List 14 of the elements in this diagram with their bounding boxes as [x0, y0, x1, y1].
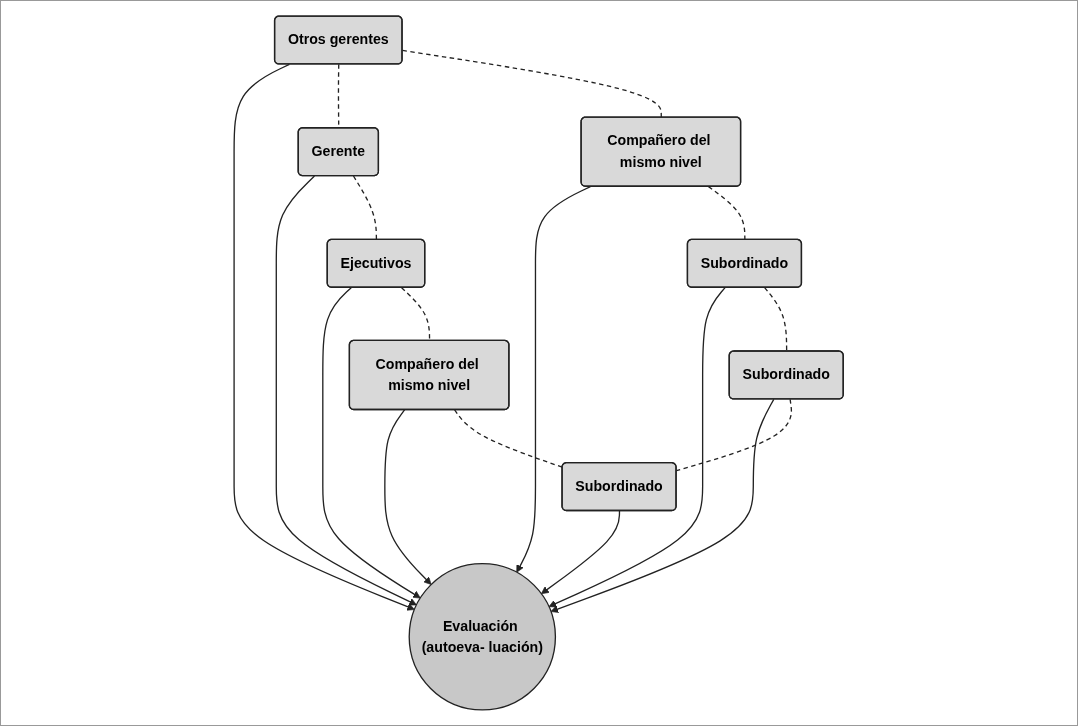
arrow [233, 63, 416, 611]
arrow [548, 287, 727, 608]
arrow [384, 409, 432, 585]
arrow [322, 287, 421, 599]
node-circle: Evaluación (autoeva- luación) [408, 563, 557, 711]
connector [402, 49, 663, 119]
arrow [550, 398, 775, 613]
connector [764, 287, 788, 353]
connector [676, 398, 793, 472]
connector [708, 186, 746, 241]
arrow [516, 186, 592, 573]
arrow [275, 175, 418, 606]
arrow [541, 510, 621, 595]
connector [353, 175, 378, 241]
